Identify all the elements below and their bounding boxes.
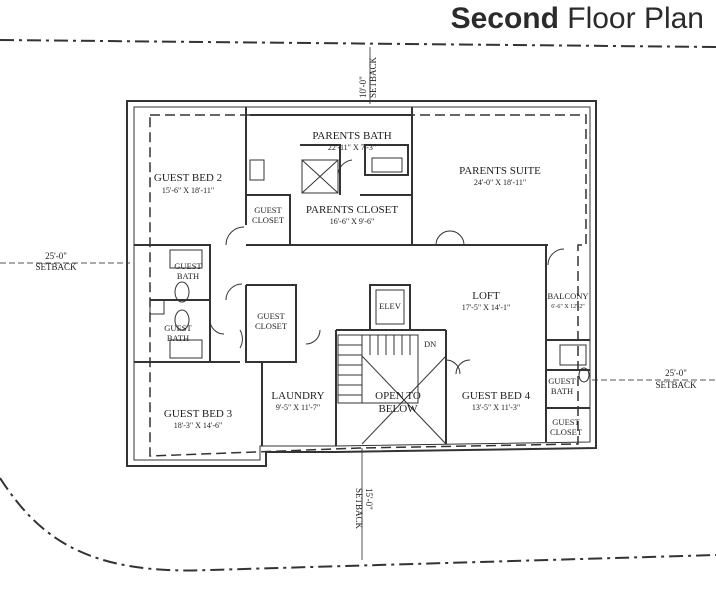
room-guest-bath-2: GUEST BATH (164, 323, 192, 343)
room-guest-closet-right: GUEST CLOSET (550, 417, 583, 437)
door-swings (209, 159, 565, 375)
guest-bed-4-label: GUEST BED 4 (462, 390, 531, 402)
setback-envelope (149, 114, 587, 457)
room-parents-suite: PARENTS SUITE 24'-0" X 18'-11" (459, 165, 541, 187)
open-to-below-area (361, 355, 447, 445)
setback-left: 25'-0" SETBACK (35, 251, 77, 272)
setback-left-dim: 25'-0" (45, 251, 67, 261)
room-guest-bed-4: GUEST BED 4 13'-5" X 11'-3" (462, 390, 531, 412)
room-loft: LOFT 17'-5" X 14'-1" (462, 290, 511, 312)
guest-closet-mid-line2: CLOSET (255, 321, 288, 331)
guest-bath-1-line1: GUEST (174, 261, 202, 271)
parents-closet-label: PARENTS CLOSET (306, 204, 398, 216)
guest-bed-2-dims: 15'-6" X 18'-11" (162, 186, 214, 195)
open-to-below-line1: OPEN TO (375, 390, 421, 402)
room-parents-bath: PARENTS BATH 22'-11" X 7'-3" (312, 130, 391, 152)
room-guest-bed-3: GUEST BED 3 18'-3" X 14'-6" (164, 408, 233, 430)
parents-bath-label: PARENTS BATH (312, 130, 391, 142)
guest-bath-2-line2: BATH (167, 333, 189, 343)
setback-right-word: SETBACK (655, 380, 697, 390)
elev-label: ELEV (379, 301, 402, 311)
title-bold: Second (450, 2, 559, 35)
guest-closet-right-line1: GUEST (552, 417, 580, 427)
exterior-walls (126, 100, 597, 467)
guest-closet-mid-line1: GUEST (257, 311, 285, 321)
elevator-shaft (375, 289, 405, 325)
balcony-dims: 6'-6" X 12'-2" (551, 304, 585, 310)
plumbing-fixtures (149, 157, 590, 383)
room-guest-closet-mid: GUEST CLOSET (255, 311, 288, 331)
room-guest-bath-1: GUEST BATH (174, 261, 202, 281)
setback-bottom-dim: 15'-0" (364, 488, 374, 510)
setback-bottom-word: SETBACK (354, 488, 364, 530)
setback-top-word: SETBACK (368, 56, 378, 98)
guest-bath-1-line2: BATH (177, 271, 199, 281)
parents-bath-dims: 22'-11" X 7'-3" (328, 143, 376, 152)
guest-bath-2-line1: GUEST (164, 323, 192, 333)
guest-closet-top-line2: CLOSET (252, 215, 285, 225)
setback-top: 10'-0" SETBACK (358, 56, 378, 98)
stair (337, 334, 419, 404)
property-line-top (0, 39, 716, 48)
shower (301, 159, 339, 194)
loft-label: LOFT (472, 290, 500, 302)
page-title: Second Floor Plan (451, 2, 704, 36)
guest-bed-2-label: GUEST BED 2 (154, 172, 222, 184)
laundry-label: LAUNDRY (271, 390, 324, 402)
room-open-to-below: OPEN TO BELOW (375, 390, 421, 415)
guest-closet-right-line2: CLOSET (550, 427, 583, 437)
laundry-dims: 9'-5" X 11'-7" (276, 403, 320, 412)
parents-suite-dims: 24'-0" X 18'-11" (474, 178, 526, 187)
balcony-label: BALCONY (547, 291, 588, 301)
room-balcony: BALCONY 6'-6" X 12'-2" (547, 291, 588, 310)
room-parents-closet: PARENTS CLOSET 16'-6" X 9'-6" (306, 204, 398, 226)
setback-right-dim: 25'-0" (665, 368, 687, 378)
guest-bed-4-dims: 13'-5" X 11'-3" (472, 403, 520, 412)
room-guest-bath-3: GUEST BATH (548, 376, 576, 396)
property-line-bottom (0, 477, 716, 572)
guest-bed-3-dims: 18'-3" X 14'-6" (174, 421, 223, 430)
setback-right: 25'-0" SETBACK (655, 368, 697, 390)
parents-suite-label: PARENTS SUITE (459, 165, 541, 177)
setback-left-word: SETBACK (35, 262, 77, 272)
setback-top-dim: 10'-0" (358, 76, 368, 98)
title-rest: Floor Plan (558, 2, 704, 35)
loft-dims: 17'-5" X 14'-1" (462, 303, 511, 312)
guest-bath-3-line1: GUEST (548, 376, 576, 386)
guest-bath-3-line2: BATH (551, 386, 573, 396)
parents-closet-dims: 16'-6" X 9'-6" (330, 217, 375, 226)
open-to-below-line2: BELOW (378, 403, 418, 415)
guest-bed-3-label: GUEST BED 3 (164, 408, 233, 420)
setback-bottom: 15'-0" SETBACK (354, 488, 374, 530)
stair-dn-label: DN (424, 339, 436, 349)
room-guest-closet-top: GUEST CLOSET (252, 205, 285, 225)
room-guest-bed-2: GUEST BED 2 15'-6" X 18'-11" (154, 172, 222, 195)
room-laundry: LAUNDRY 9'-5" X 11'-7" (271, 390, 324, 412)
guest-closet-top-line1: GUEST (254, 205, 282, 215)
